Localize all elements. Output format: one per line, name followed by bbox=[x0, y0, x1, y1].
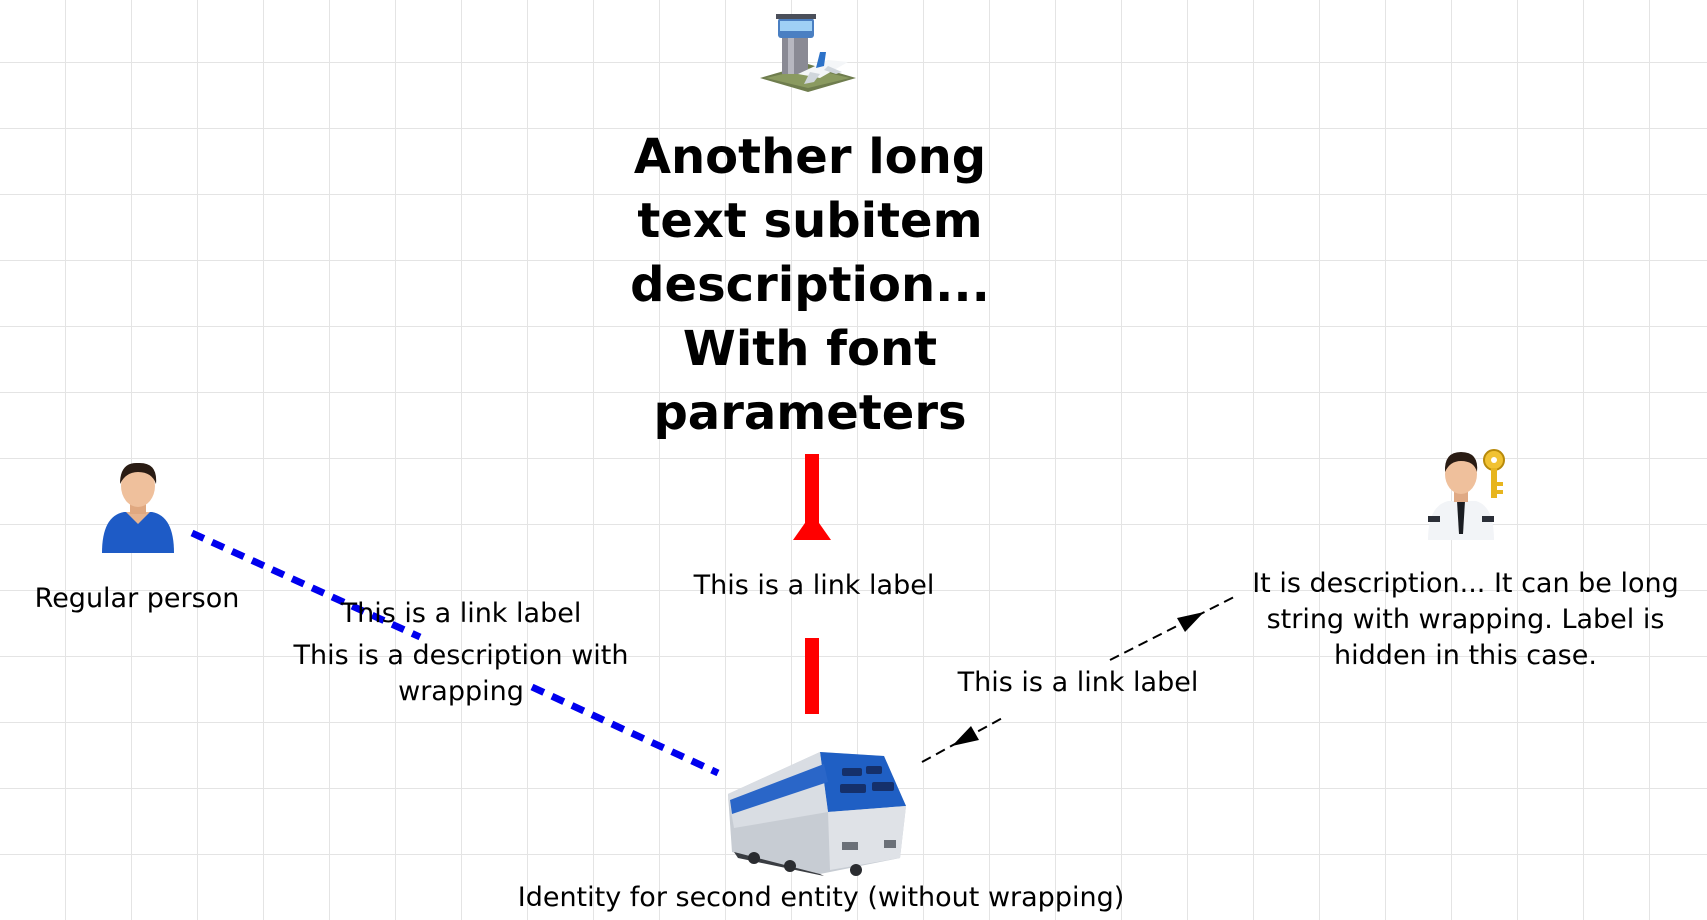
airport-icon bbox=[760, 14, 856, 92]
airport-title-line-2: text subitem bbox=[637, 193, 983, 249]
airport-title: Another long text subitem description...… bbox=[600, 125, 1020, 445]
link-officer-train-label: This is a link label bbox=[957, 667, 1199, 698]
link-train-airport[interactable] bbox=[793, 454, 831, 714]
security-officer-icon bbox=[1428, 449, 1505, 540]
regular-person-label: Regular person bbox=[34, 583, 240, 614]
link-person-train-label: This is a link label bbox=[340, 598, 582, 629]
train-icon bbox=[728, 752, 906, 876]
airport-title-line-1: Another long bbox=[633, 129, 987, 185]
regular-person-node[interactable] bbox=[98, 458, 178, 553]
link-person-train-description: This is a description with wrapping bbox=[293, 640, 629, 707]
airport-title-line-5: parameters bbox=[653, 385, 967, 441]
arrowhead-left-icon bbox=[952, 726, 979, 746]
arrowhead-right-icon bbox=[1177, 612, 1204, 632]
security-officer-node[interactable] bbox=[1424, 444, 1512, 540]
link-train-airport-label: This is a link label bbox=[693, 570, 935, 601]
arrowhead-up-icon bbox=[793, 513, 831, 540]
security-officer-description: It is description... It can be long stri… bbox=[1252, 568, 1679, 671]
person-icon bbox=[102, 462, 174, 553]
airport-node[interactable] bbox=[758, 8, 858, 98]
train-label: Identity for second entity (without wrap… bbox=[517, 882, 1125, 913]
link-person-train[interactable] bbox=[190, 529, 720, 777]
link-officer-train[interactable] bbox=[921, 595, 1237, 763]
airport-title-line-3: description... bbox=[630, 257, 990, 313]
train-node[interactable] bbox=[724, 742, 910, 878]
airport-title-line-4: With font bbox=[682, 321, 938, 377]
